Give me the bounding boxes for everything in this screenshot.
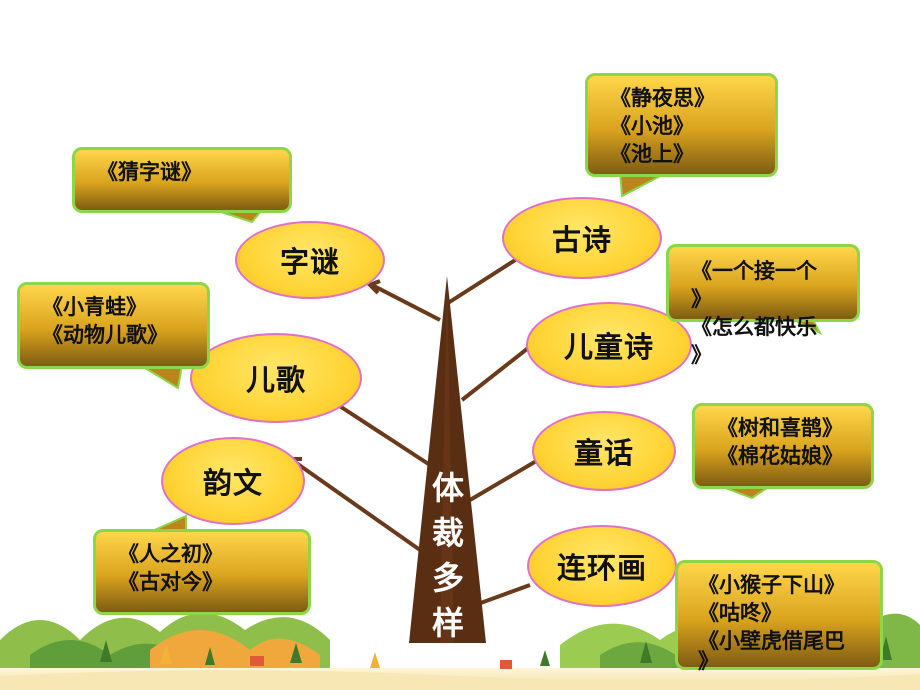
work-title: 《动物儿歌》 xyxy=(42,323,168,347)
callout-gushi: 《静夜思》 《小池》 《池上》 xyxy=(585,73,778,177)
work-title: 《猜字谜》 xyxy=(97,160,202,184)
callout-zimi: 《猜字谜》 xyxy=(72,147,292,213)
branch-line-tonghua xyxy=(468,458,540,502)
node-zimi: 字谜 xyxy=(235,221,385,299)
work-title: 《咕咚》 xyxy=(698,601,782,625)
work-title: 《小池》 xyxy=(610,114,694,138)
branch-line-zimi xyxy=(371,283,441,322)
node-gushi: 古诗 xyxy=(502,197,662,279)
trunk-title-char: 裁 xyxy=(431,514,464,552)
callout-lianhuanhua: 《小猴子下山》 《咕咚》 《小壁虎借尾巴 》 xyxy=(675,560,883,673)
work-title: 》 xyxy=(691,343,712,367)
callout-ergen: 《小青蛙》 《动物儿歌》 xyxy=(17,282,210,369)
branch-line-gushi xyxy=(446,255,522,305)
callout-tonghua: 《树和喜鹊》 《棉花姑娘》 xyxy=(692,403,874,489)
trunk-title-char: 样 xyxy=(431,604,464,642)
work-title: 《池上》 xyxy=(610,142,694,166)
work-title: 《小壁虎借尾巴 xyxy=(698,629,845,653)
work-title: 《小青蛙》 xyxy=(42,295,147,319)
work-title: 》 xyxy=(698,649,719,673)
branch-arrow-zimi xyxy=(366,279,381,295)
callout-yunwen: 《人之初》 《古对今》 xyxy=(93,529,311,615)
work-title: 《怎么都快乐 xyxy=(691,315,817,339)
branch-line-yunwen xyxy=(290,458,422,552)
node-ertongshi: 儿童诗 xyxy=(526,302,692,388)
work-title: 《树和喜鹊》 xyxy=(717,416,843,440)
callout-ertongshi: 《一个接一个 》 《怎么都快乐 》 xyxy=(666,244,860,367)
branch-lines xyxy=(287,255,540,606)
node-tonghua: 童话 xyxy=(532,411,676,491)
work-title: 《一个接一个 xyxy=(691,259,817,283)
node-ergen: 儿歌 xyxy=(190,333,362,423)
trunk-title-char: 多 xyxy=(431,559,464,597)
trunk-title: 体 裁 多 样 xyxy=(424,466,472,646)
work-title: 》 xyxy=(691,287,712,311)
node-lianhuanhua: 连环画 xyxy=(527,525,677,607)
work-title: 《静夜思》 xyxy=(610,86,715,110)
work-title: 《古对今》 xyxy=(118,570,223,594)
work-title: 《棉花姑娘》 xyxy=(717,444,843,468)
branch-line-ergen xyxy=(336,403,432,467)
work-title: 《小猴子下山》 xyxy=(698,573,845,597)
branch-line-lianhuanhua xyxy=(477,583,531,606)
trunk-title-char: 体 xyxy=(431,469,464,507)
work-title: 《人之初》 xyxy=(118,542,223,566)
branch-line-ertongshi xyxy=(460,343,534,402)
node-yunwen: 韵文 xyxy=(161,437,305,525)
